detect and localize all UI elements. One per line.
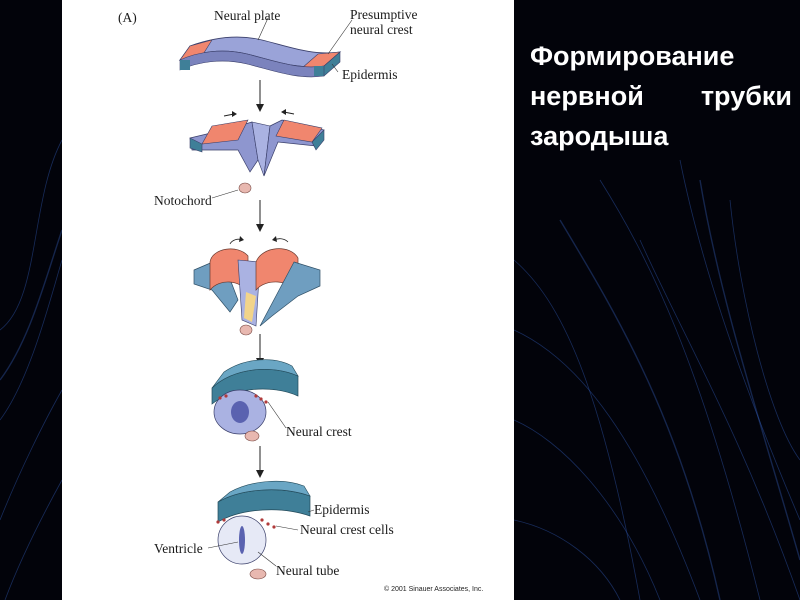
title-line-1: Формирование [530,41,735,71]
stage-4-neural-crest [211,359,299,442]
label-presumptive: Presumptive [350,7,418,22]
arrow-2 [256,200,264,232]
stage-2-neural-folds [189,109,325,199]
title-line-3: зародыша [530,121,669,151]
neural-tube-diagram: (A) Neural plate Presumptive neural cres… [118,7,483,593]
stage-3-elevated-folds [193,236,321,336]
label-ventricle: Ventricle [154,541,203,556]
label-neural-tube: Neural tube [276,563,339,578]
label-notochord: Notochord [154,193,212,208]
title-line-2-word-1: нервной [530,81,644,111]
label-epidermis-bottom: Epidermis [314,502,370,517]
label-epidermis-top: Epidermis [342,67,398,82]
figure-panel: (A) Neural plate Presumptive neural cres… [62,0,514,600]
panel-label: (A) [118,10,137,25]
stage-5-neural-tube [207,480,315,580]
slide-title: Формирование нервной трубки зародыша [530,36,792,156]
title-line-2-word-2: трубки [700,81,792,111]
label-neural-crest-cells: Neural crest cells [300,522,394,537]
label-neural-plate: Neural plate [214,8,280,23]
arrow-4 [256,446,264,478]
arrow-1 [256,80,264,112]
copyright-text: © 2001 Sinauer Associates, Inc. [384,585,483,593]
label-neural-crest: Neural crest [286,424,352,439]
title-line-2: нервной трубки [530,76,792,116]
label-neural-crest-top: neural crest [350,22,413,37]
stage-1-neural-plate [178,17,353,78]
